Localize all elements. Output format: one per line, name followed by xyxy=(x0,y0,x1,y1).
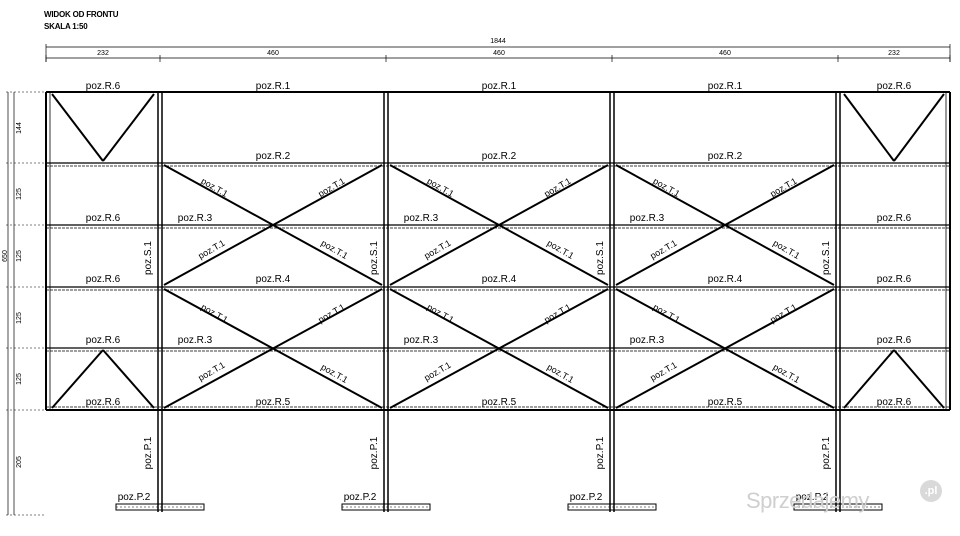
leg-label-p1: poz.P.1 xyxy=(369,436,380,469)
bay-dimension-label: 232 xyxy=(888,50,900,57)
brace-label-t1: poz.T.1 xyxy=(319,238,349,261)
watermark-text: Sprzedajemy xyxy=(746,488,869,513)
diagonal-brace xyxy=(163,164,383,286)
beam-label-r5: poz.R.5 xyxy=(256,397,291,408)
beam-label-r1: poz.R.1 xyxy=(708,81,743,92)
beam-label-r4: poz.R.4 xyxy=(708,274,743,285)
vertical-dimension-label: 125 xyxy=(16,188,23,200)
column-label-s1: poz.S.1 xyxy=(143,241,154,275)
beam-label-r2: poz.R.2 xyxy=(482,151,517,162)
brace-label-t1: poz.T.1 xyxy=(771,238,801,261)
bay-dimension-label: 460 xyxy=(267,50,279,57)
end-bay-brace xyxy=(843,93,895,162)
brace-label-t1: poz.T.1 xyxy=(648,238,678,261)
beam-label-r6: poz.R.6 xyxy=(86,274,121,285)
watermark-badge: .pl xyxy=(920,480,942,502)
diagonal-brace xyxy=(389,164,609,286)
end-bay-brace xyxy=(102,93,155,162)
drawing-title: WIDOK OD FRONTU xyxy=(44,10,119,19)
beam-label-r4: poz.R.4 xyxy=(256,274,291,285)
bay-dimension-label: 460 xyxy=(719,50,731,57)
beam-label-r1: poz.R.1 xyxy=(256,81,291,92)
leg-label-p1: poz.P.1 xyxy=(595,436,606,469)
beam-label-r5: poz.R.5 xyxy=(708,397,743,408)
base-plate-label-p2: poz.P.2 xyxy=(796,492,829,503)
brace-label-t1: poz.T.1 xyxy=(545,238,575,261)
brace-label-t1: poz.T.1 xyxy=(199,302,229,325)
diagonal-brace xyxy=(389,288,609,409)
brace-label-t1: poz.T.1 xyxy=(196,360,226,383)
base-plate-label-p2: poz.P.2 xyxy=(570,492,603,503)
brace-label-t1: poz.T.1 xyxy=(422,360,452,383)
brace-label-t1: poz.T.1 xyxy=(316,302,346,325)
brace-label-t1: poz.T.1 xyxy=(542,302,572,325)
beam-label-r6: poz.R.6 xyxy=(877,274,912,285)
beam-label-r6: poz.R.6 xyxy=(86,81,121,92)
beam-label-r6: poz.R.6 xyxy=(877,397,912,408)
vertical-dimension-label: 125 xyxy=(16,250,23,262)
beam-label-r4: poz.R.4 xyxy=(482,274,517,285)
brace-label-t1: poz.T.1 xyxy=(648,360,678,383)
beam-label-r6: poz.R.6 xyxy=(86,397,121,408)
total-height-label: 650 xyxy=(2,250,9,262)
vertical-dimension-label: 144 xyxy=(16,122,23,134)
vertical-dimension-label: 205 xyxy=(16,456,23,468)
beam-label-r3: poz.R.3 xyxy=(404,335,439,346)
leg-label-p1: poz.P.1 xyxy=(821,436,832,469)
beam-label-r3: poz.R.3 xyxy=(178,335,213,346)
end-bay-brace xyxy=(893,93,945,162)
end-bay-brace xyxy=(51,93,104,162)
beam-label-r5: poz.R.5 xyxy=(482,397,517,408)
bay-dimension-label: 232 xyxy=(97,50,109,57)
beam-label-r6: poz.R.6 xyxy=(877,81,912,92)
column-label-s1: poz.S.1 xyxy=(821,241,832,275)
column-label-s1: poz.S.1 xyxy=(595,241,606,275)
vertical-dimension-label: 125 xyxy=(16,312,23,324)
beam-label-r6: poz.R.6 xyxy=(86,335,121,346)
end-bay-brace xyxy=(102,349,155,409)
beam-label-r3: poz.R.3 xyxy=(404,213,439,224)
bay-dimension-label: 460 xyxy=(493,50,505,57)
diagonal-brace xyxy=(615,164,835,286)
vertical-dimension-label: 125 xyxy=(16,373,23,385)
brace-label-t1: poz.T.1 xyxy=(196,238,226,261)
brace-label-t1: poz.T.1 xyxy=(768,302,798,325)
beam-label-r2: poz.R.2 xyxy=(256,151,291,162)
beam-label-r6: poz.R.6 xyxy=(877,213,912,224)
end-bay-brace xyxy=(51,349,104,409)
diagonal-brace xyxy=(615,288,835,409)
base-plate-label-p2: poz.P.2 xyxy=(118,492,151,503)
end-bay-brace xyxy=(893,349,945,409)
drawing-scale: SKALA 1:50 xyxy=(44,22,88,31)
leg-label-p1: poz.P.1 xyxy=(143,436,154,469)
beam-label-r3: poz.R.3 xyxy=(630,335,665,346)
brace-label-t1: poz.T.1 xyxy=(422,238,452,261)
overall-dimension-label: 1844 xyxy=(490,38,506,45)
beam-label-r3: poz.R.3 xyxy=(630,213,665,224)
brace-label-t1: poz.T.1 xyxy=(425,302,455,325)
beam-label-r6: poz.R.6 xyxy=(86,213,121,224)
end-bay-brace xyxy=(843,349,895,409)
diagonal-brace xyxy=(163,288,383,409)
beam-label-r2: poz.R.2 xyxy=(708,151,743,162)
beam-label-r1: poz.R.1 xyxy=(482,81,517,92)
column-label-s1: poz.S.1 xyxy=(369,241,380,275)
brace-label-t1: poz.T.1 xyxy=(651,302,681,325)
beam-label-r3: poz.R.3 xyxy=(178,213,213,224)
beam-label-r6: poz.R.6 xyxy=(877,335,912,346)
base-plate-label-p2: poz.P.2 xyxy=(344,492,377,503)
